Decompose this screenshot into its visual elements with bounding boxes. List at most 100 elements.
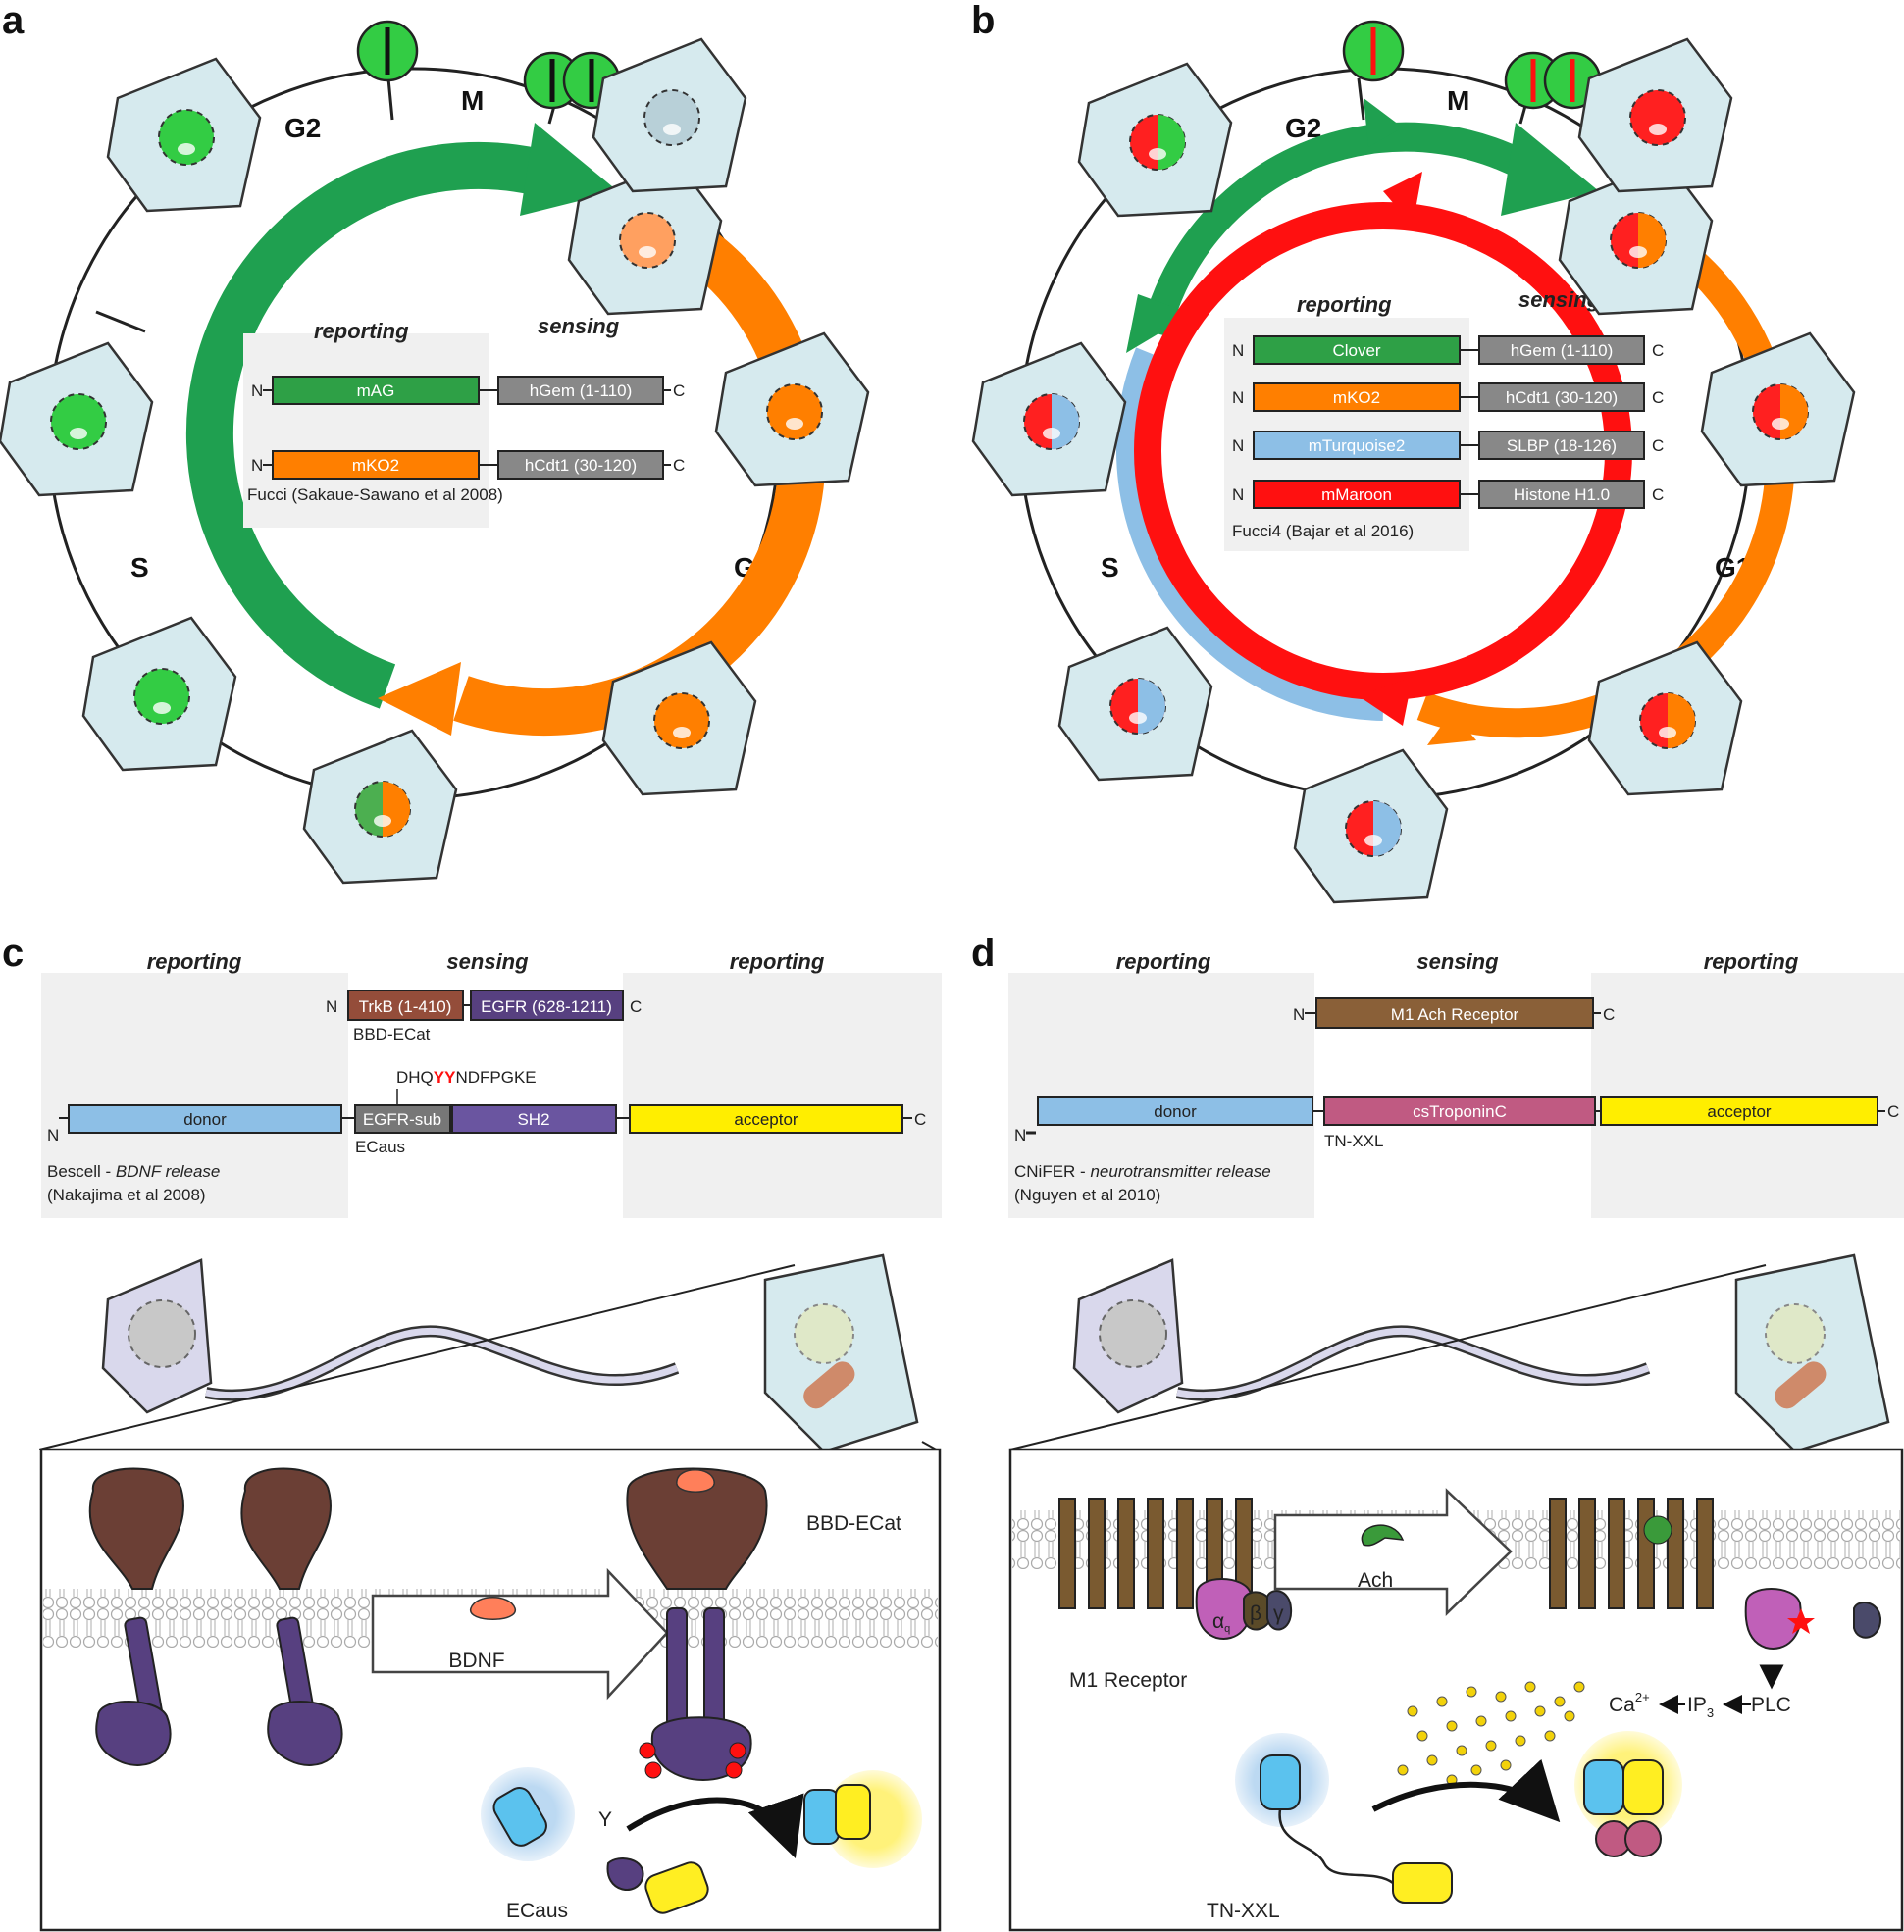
svg-text:C: C (1652, 485, 1664, 504)
egfr-box (470, 990, 624, 1021)
ca-ion-8 (1446, 1720, 1458, 1732)
receptor-monomer-left (88, 1467, 184, 1766)
n-term: N (251, 456, 263, 475)
n-term: N (251, 381, 263, 400)
cycle-cell-0 (106, 57, 262, 213)
svg-text:C: C (914, 1110, 926, 1129)
ca-ion-15 (1485, 1740, 1497, 1752)
svg-text:TN-XXL: TN-XXL (1324, 1132, 1383, 1150)
svg-text:acceptor: acceptor (1707, 1102, 1772, 1121)
cycle-cell-6 (601, 640, 757, 796)
green-arc-a (185, 141, 578, 709)
ca-ion-0 (1407, 1705, 1418, 1717)
header-sensing-c: sensing (446, 949, 529, 974)
panel-label-c: c (2, 932, 24, 975)
svg-text:csTroponinC: csTroponinC (1413, 1102, 1507, 1121)
trkb-box (347, 990, 464, 1021)
header-sensing-a: sensing (538, 314, 620, 338)
bbd-ecat-label: BBD-ECat (353, 1025, 431, 1043)
header-reporting-c-left: reporting (147, 949, 242, 974)
ca-ion-9 (1475, 1715, 1487, 1727)
svg-text:C: C (1652, 388, 1664, 407)
ca-ion-2 (1466, 1686, 1477, 1698)
ca-ion-17 (1544, 1730, 1556, 1742)
panel-c: c reporting sensing reporting N TrkB (1-… (2, 932, 942, 1932)
plc-label: PLC (1751, 1694, 1791, 1716)
c-term: C (673, 381, 685, 400)
gq-protein-inactive: αq β γ (1195, 1578, 1293, 1640)
cycle-cell-7 (592, 37, 747, 193)
reporter-label: mKO2 (352, 456, 399, 475)
svg-text:N: N (1014, 1126, 1026, 1144)
phase-m-a: M (461, 85, 484, 116)
header-reporting-d-left: reporting (1116, 949, 1211, 974)
ca-ion-11 (1534, 1705, 1546, 1717)
transition-arrow-c (371, 1567, 669, 1701)
ip3-label: IP3 (1687, 1694, 1714, 1720)
ca-ion-18 (1397, 1764, 1409, 1776)
construct-clover: N Clover hGem (1-110) C (1232, 335, 1664, 365)
sensor-label: hGem (1-110) (530, 381, 633, 400)
ca-ion-4 (1524, 1681, 1536, 1693)
cycle-cell-11 (1293, 748, 1449, 904)
svg-text:hCdt1 (30-120): hCdt1 (30-120) (1506, 388, 1618, 407)
citation-c-2: (Nakajima et al 2008) (47, 1186, 206, 1204)
phase-g2-a: G2 (284, 113, 321, 143)
cycle-cell-5 (714, 331, 870, 487)
phospho-y-label: Y (598, 1808, 612, 1831)
phase-m-b: M (1447, 85, 1469, 116)
c-term: C (673, 456, 685, 475)
cycle-cell-13 (1700, 331, 1856, 487)
cycle-cell-2 (81, 616, 237, 772)
svg-text:N: N (1232, 341, 1244, 360)
ca-ion-12 (1564, 1710, 1575, 1722)
bbd-ecat-inset-label: BBD-ECat (806, 1512, 901, 1535)
gamma-label: γ (1273, 1602, 1284, 1625)
header-reporting-b: reporting (1297, 292, 1392, 317)
svg-text:N: N (47, 1126, 59, 1144)
svg-text:Clover: Clover (1332, 341, 1380, 360)
svg-text:N: N (1232, 485, 1244, 504)
svg-text:EGFR-sub: EGFR-sub (363, 1110, 441, 1129)
ca-ion-1 (1436, 1696, 1448, 1707)
ca-ion-16 (1515, 1735, 1526, 1747)
svg-text:SH2: SH2 (517, 1110, 549, 1129)
dividing-cell-b (1504, 51, 1602, 110)
divider-g2-m-a (386, 77, 394, 121)
panel-a: a G2 M S G1 reporting sensing N mAG hGem… (2, 0, 826, 800)
calcium-ions (1397, 1681, 1585, 1786)
tn-xxl-inset-label: TN-XXL (1207, 1900, 1280, 1922)
ecaus-inset-label: ECaus (506, 1900, 568, 1922)
transition-arrow-d (1273, 1488, 1513, 1616)
svg-text:donor: donor (1154, 1102, 1197, 1121)
cycle-cell-14 (1587, 640, 1743, 796)
ca-label: Ca2+ (1609, 1690, 1650, 1716)
svg-text:SLBP (18-126): SLBP (18-126) (1507, 436, 1617, 455)
orange-arrowhead-a (378, 662, 461, 736)
citation-c: Bescell - BDNF release (47, 1162, 220, 1181)
ach-label: Ach (1358, 1569, 1393, 1592)
orange-arc-b (1416, 196, 1795, 738)
bdnf-label: BDNF (448, 1650, 504, 1672)
reporter-label: mAG (357, 381, 395, 400)
blue-arc-b (1116, 347, 1384, 721)
construct-mko2-b: N mKO2 hCdt1 (30-120) C (1232, 382, 1664, 412)
svg-text:mTurquoise2: mTurquoise2 (1309, 436, 1406, 455)
svg-text:mKO2: mKO2 (1333, 388, 1380, 407)
svg-text:C: C (1887, 1102, 1899, 1121)
mitotic-cell-a (356, 20, 419, 82)
orange-arc-a (453, 188, 826, 737)
green-arrowhead-a (520, 123, 618, 216)
svg-text:ECaus: ECaus (355, 1138, 405, 1156)
m1-receptor-box (1315, 997, 1594, 1029)
citation-a: Fucci (Sakaue-Sawano et al 2008) (247, 485, 503, 504)
header-reporting-a: reporting (314, 319, 409, 343)
ca-ion-7 (1416, 1730, 1428, 1742)
cycle-cell-1 (0, 341, 154, 497)
ring-cells (0, 37, 1856, 904)
header-sensing-d: sensing (1416, 949, 1499, 974)
receptor-dimer (626, 1467, 768, 1781)
svg-text:C: C (630, 997, 642, 1016)
svg-text:TrkB (1-410): TrkB (1-410) (359, 997, 452, 1016)
